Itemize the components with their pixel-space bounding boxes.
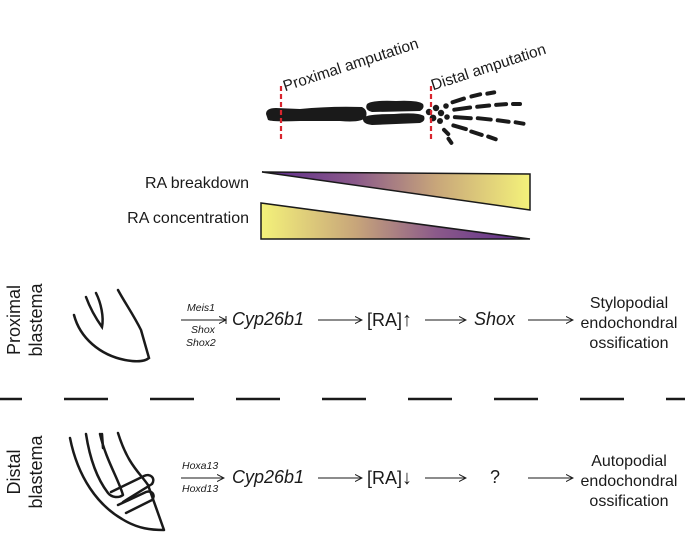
distal-outcome: Autopodial endochondral ossification bbox=[580, 453, 678, 510]
proximal-gene: Cyp26b1 bbox=[232, 309, 305, 329]
distal-row-label: Distal blastema bbox=[4, 435, 46, 509]
proximal-ra-level: [RA]↑ bbox=[367, 309, 413, 331]
proximal-arrows bbox=[181, 316, 573, 324]
proximal-blastema-shape bbox=[72, 288, 151, 363]
ra-concentration-label: RA concentration bbox=[127, 210, 249, 227]
distal-regulator-1: Hoxa13 bbox=[182, 460, 219, 472]
ra-breakdown-label: RA breakdown bbox=[144, 175, 249, 192]
proximal-activator: Meis1 bbox=[187, 302, 216, 314]
proximal-inhibitor-2: Shox2 bbox=[186, 337, 216, 349]
proximal-target: Shox bbox=[474, 309, 516, 329]
distal-ra-level: [RA]↓ bbox=[367, 467, 413, 489]
distal-gene: Cyp26b1 bbox=[232, 467, 305, 487]
distal-blastema-shape bbox=[68, 431, 166, 532]
proximal-outcome: Stylopodial endochondral ossification bbox=[580, 295, 678, 352]
ra-breakdown-gradient bbox=[261, 171, 531, 211]
distal-regulator-2: Hoxd13 bbox=[182, 483, 219, 495]
ra-concentration-gradient bbox=[260, 202, 531, 240]
distal-target: ? bbox=[490, 467, 501, 487]
limb-skeleton bbox=[266, 90, 526, 145]
proximal-row-label: Proximal blastema bbox=[4, 283, 46, 357]
proximal-inhibitor-1: Shox bbox=[191, 324, 215, 336]
